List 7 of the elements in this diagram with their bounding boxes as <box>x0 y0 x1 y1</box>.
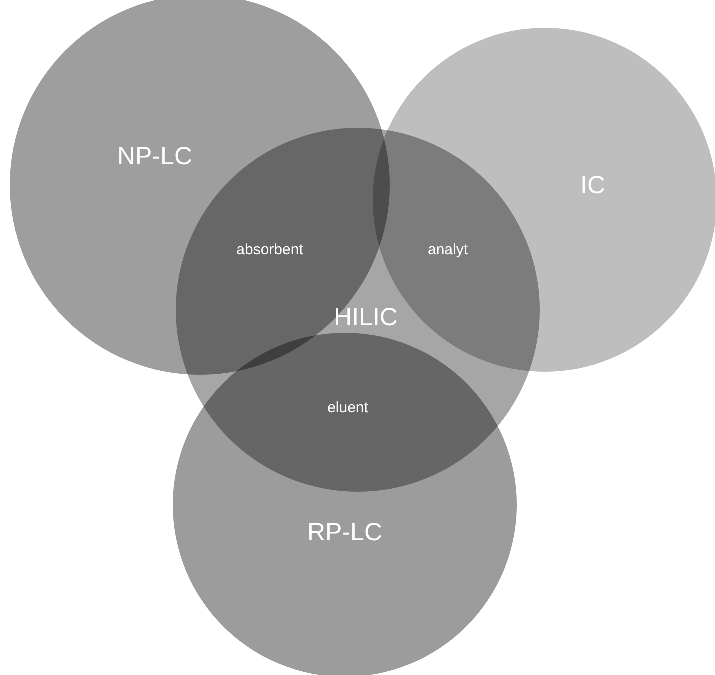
overlap-label: analyt <box>428 242 468 258</box>
overlap-label: absorbent <box>236 242 304 258</box>
circle-label: HILIC <box>334 304 398 332</box>
circle-label: IC <box>580 172 606 200</box>
circle-label: RP-LC <box>308 518 382 548</box>
circle-label: NP-LC <box>118 142 192 172</box>
overlap-label: eluent <box>328 400 368 416</box>
